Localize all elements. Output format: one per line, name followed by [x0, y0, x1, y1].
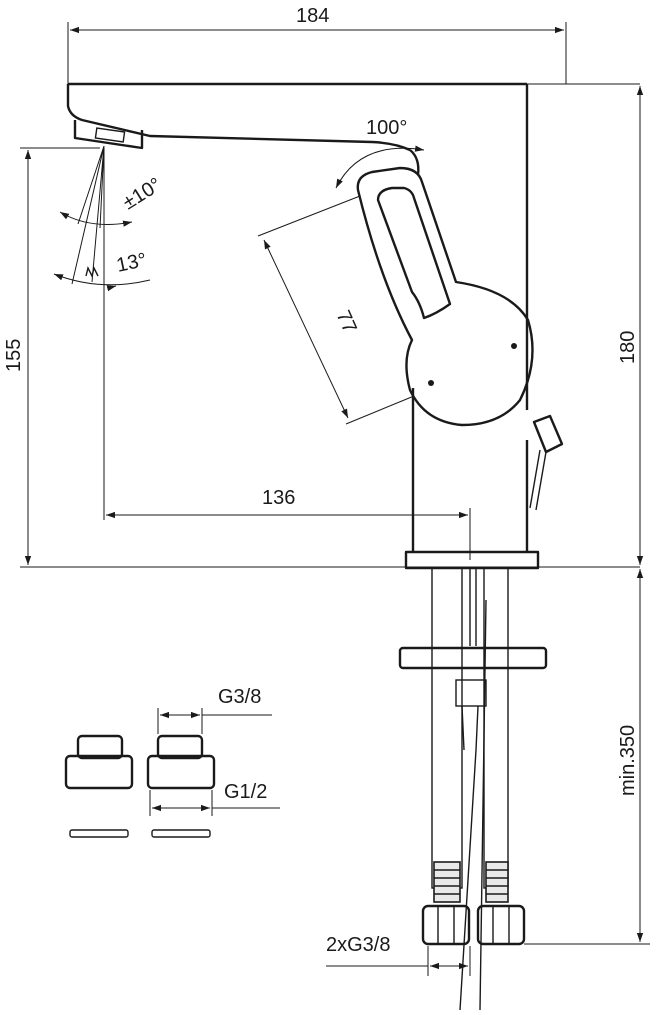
base-plate — [404, 550, 540, 570]
label-spout-reach: 136 — [262, 487, 295, 509]
dim-spout-reach — [103, 148, 471, 560]
dim-lever-length — [257, 195, 415, 425]
dim-lever-rotation — [335, 145, 425, 189]
dim-min-length — [524, 569, 650, 945]
popup-rod — [529, 414, 564, 511]
dim-spout-height — [20, 147, 640, 568]
label-total-height: 180 — [617, 331, 639, 364]
label-hose-thread: 2xG3/8 — [326, 934, 390, 956]
dim-adapter-inner — [149, 790, 280, 816]
mounting-bracket — [398, 599, 548, 1011]
dim-total-width — [67, 22, 640, 85]
label-total-width: 184 — [296, 5, 329, 27]
label-lever-rotation: 100° — [366, 117, 407, 139]
lever-handle — [356, 166, 534, 427]
label-spray-angle: ±10° — [119, 174, 166, 215]
label-lever-length: 77 — [332, 307, 361, 336]
label-adapter-outer: G3/8 — [218, 686, 261, 708]
threaded-rods — [469, 568, 477, 646]
spray-cone — [53, 145, 151, 292]
adapter-left — [64, 734, 134, 838]
label-spout-height: 155 — [3, 339, 25, 372]
adapter-right — [146, 734, 216, 838]
label-spray-tilt: 13° — [114, 249, 148, 277]
label-adapter-inner: G1/2 — [224, 781, 267, 803]
hoses — [421, 567, 526, 946]
dim-adapter-outer — [157, 708, 272, 734]
label-min-length: min.350 — [617, 725, 639, 796]
faucet-body — [66, 82, 529, 552]
dim-hose-thread — [326, 946, 471, 976]
